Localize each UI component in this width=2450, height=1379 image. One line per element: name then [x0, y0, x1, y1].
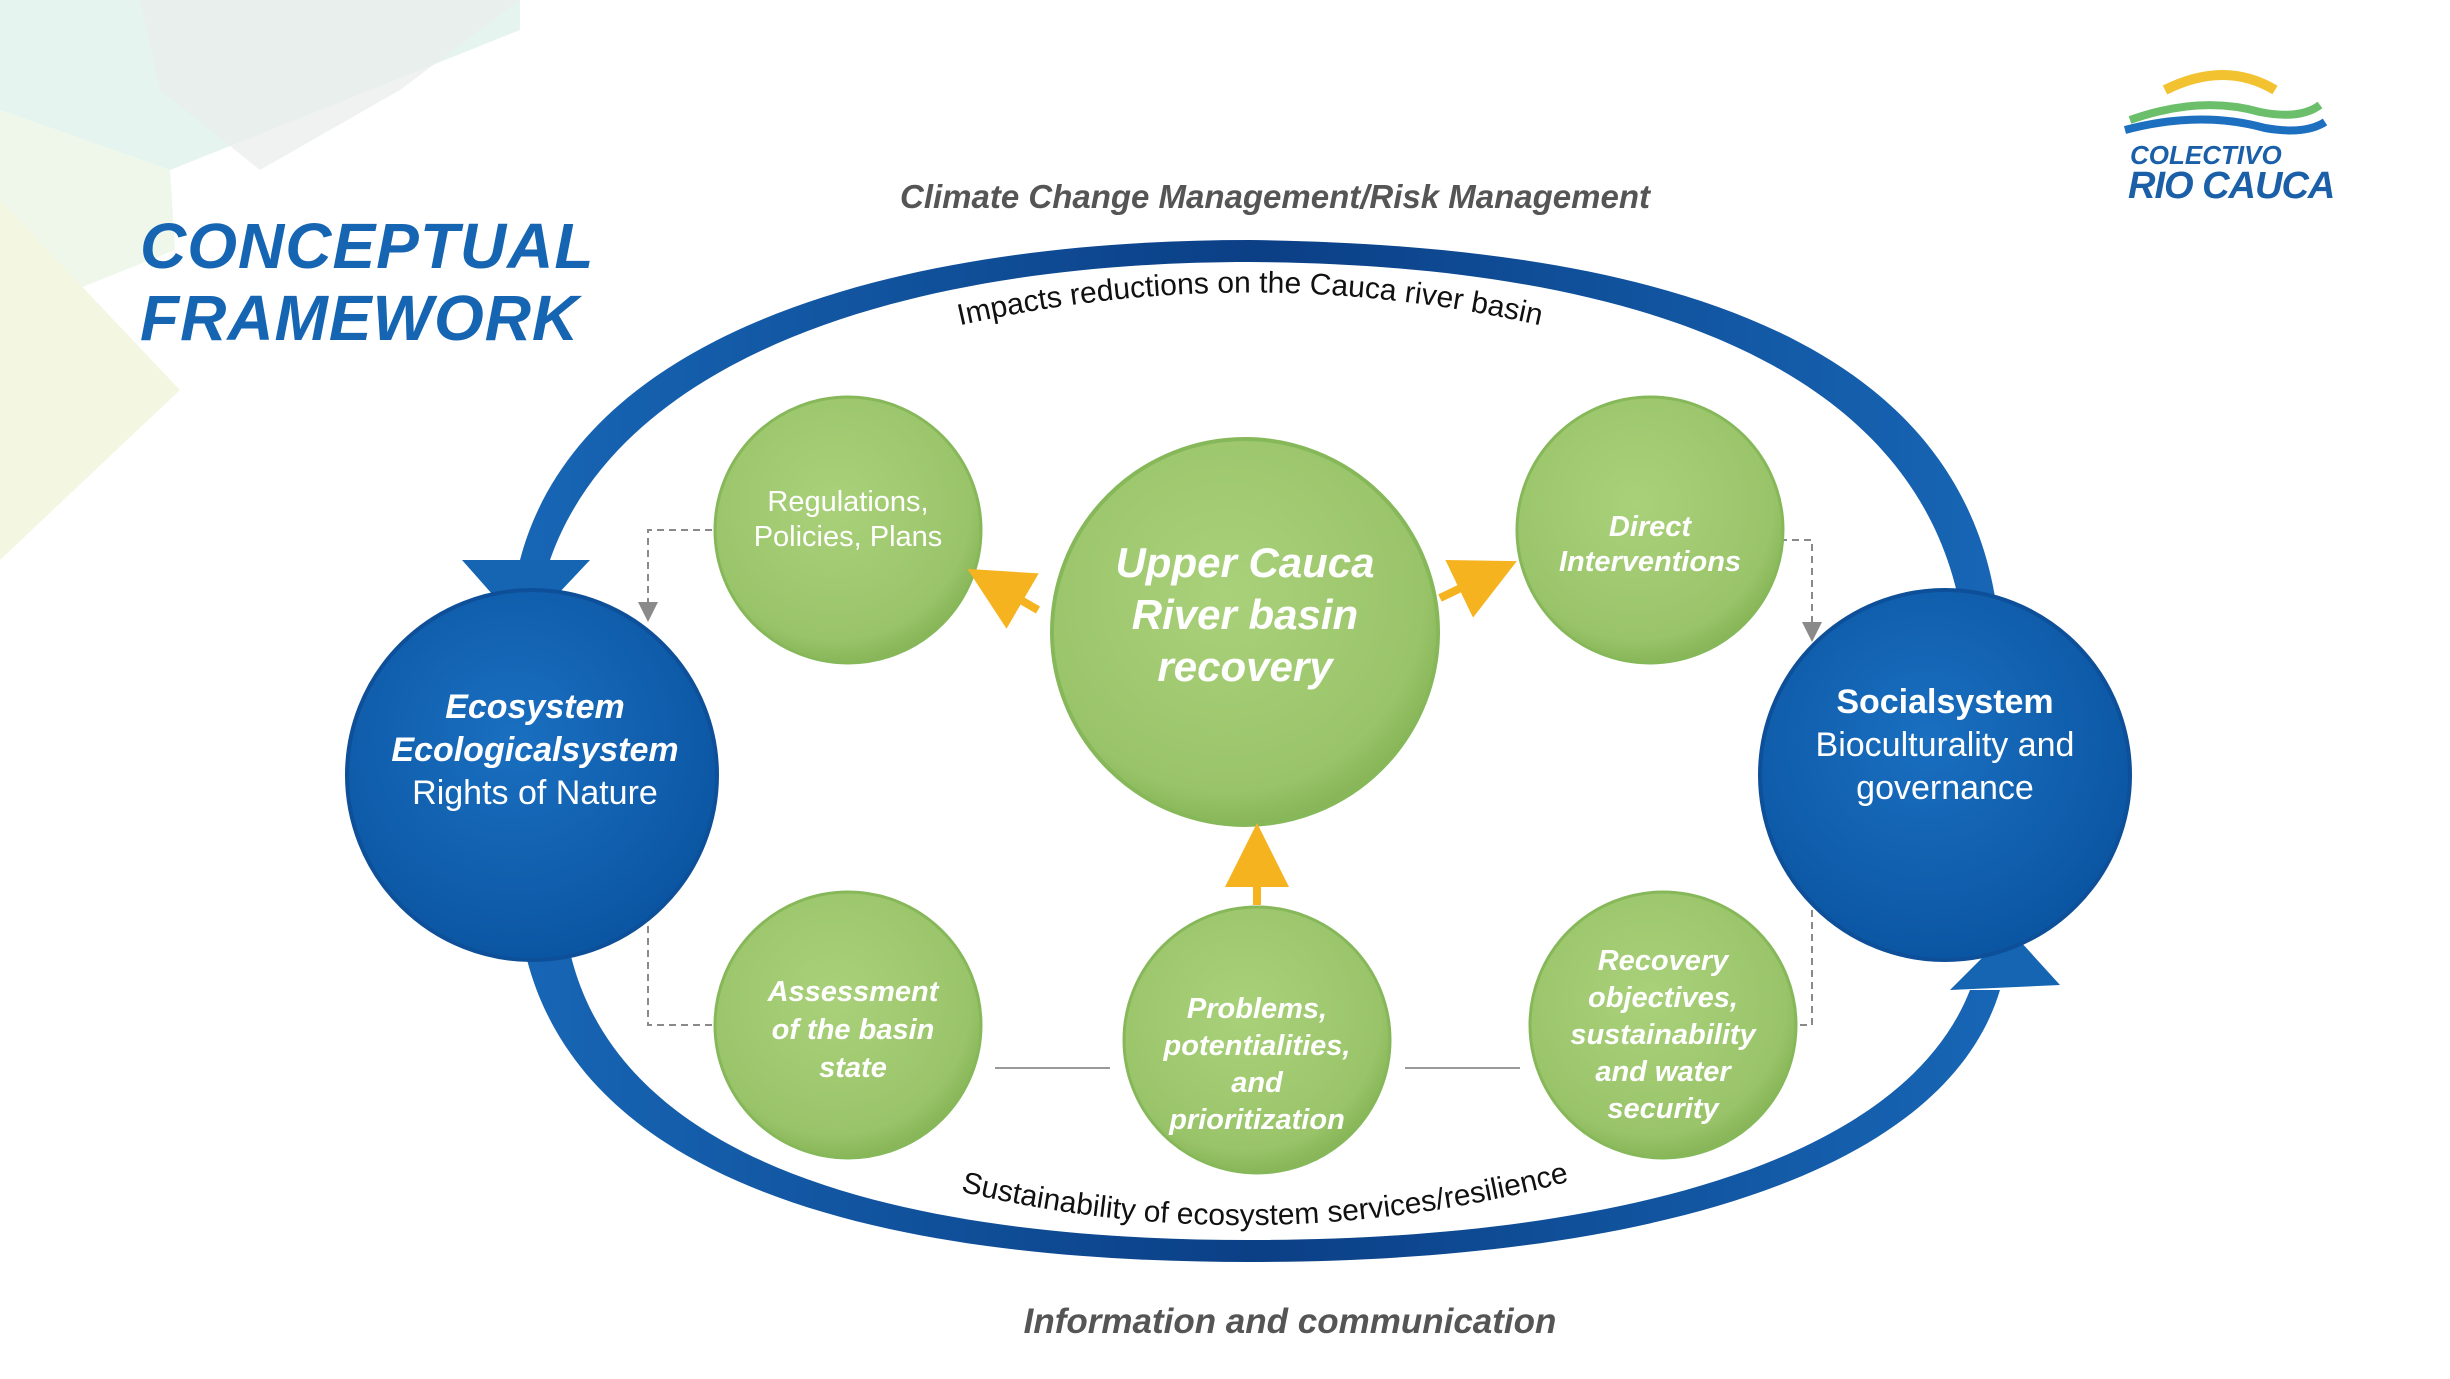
regulations-circle: [713, 395, 983, 665]
top-label: Climate Change Management/Risk Managemen…: [899, 178, 1650, 215]
center-node-text: Upper Cauca River basin recovery: [1115, 539, 1375, 690]
socialsystem-circle: [1758, 588, 2132, 962]
problems-node-text: Problems, potentialities, and prioritiza…: [1163, 993, 1351, 1136]
logo-text-top: COLECTIVO: [2130, 140, 2282, 170]
recovery-objectives-circle: [1528, 890, 1798, 1160]
bottom-arc-arrow: [520, 925, 2060, 1262]
direct-interventions-node-text: Direct Interventions: [1558, 511, 1742, 578]
bottom-label: Information and communication: [1023, 1302, 1557, 1341]
direct-interventions-circle: [1515, 395, 1785, 665]
assessment-node-text: Assessment of the basin state: [767, 976, 939, 1084]
logo-text-main: RIO CAUCA: [2128, 165, 2335, 207]
ecosystem-node-text: Ecosystem Ecologicalsystem Rights of Nat…: [391, 687, 679, 812]
background-decoration: [0, 0, 520, 560]
recovery-objectives-node-text: Recovery objectives, sustainability and …: [1570, 944, 1756, 1125]
logo-waves: [2123, 70, 2328, 135]
socialsystem-node-text: Socialsystem Bioculturality and governan…: [1815, 682, 2075, 807]
orange-flow-arrows: [967, 559, 1517, 905]
page-title: CONCEPTUAL FRAMEWORK: [140, 210, 595, 354]
assessment-circle: [713, 890, 983, 1160]
ecosystem-circle: [345, 588, 719, 962]
connector-lines: [638, 529, 1822, 1026]
regulations-node-text: Regulations, Policies, Plans: [753, 486, 943, 553]
arc-top-label: Impacts reductions on the Cauca river ba…: [954, 266, 1546, 332]
problems-circle: [1122, 905, 1392, 1175]
